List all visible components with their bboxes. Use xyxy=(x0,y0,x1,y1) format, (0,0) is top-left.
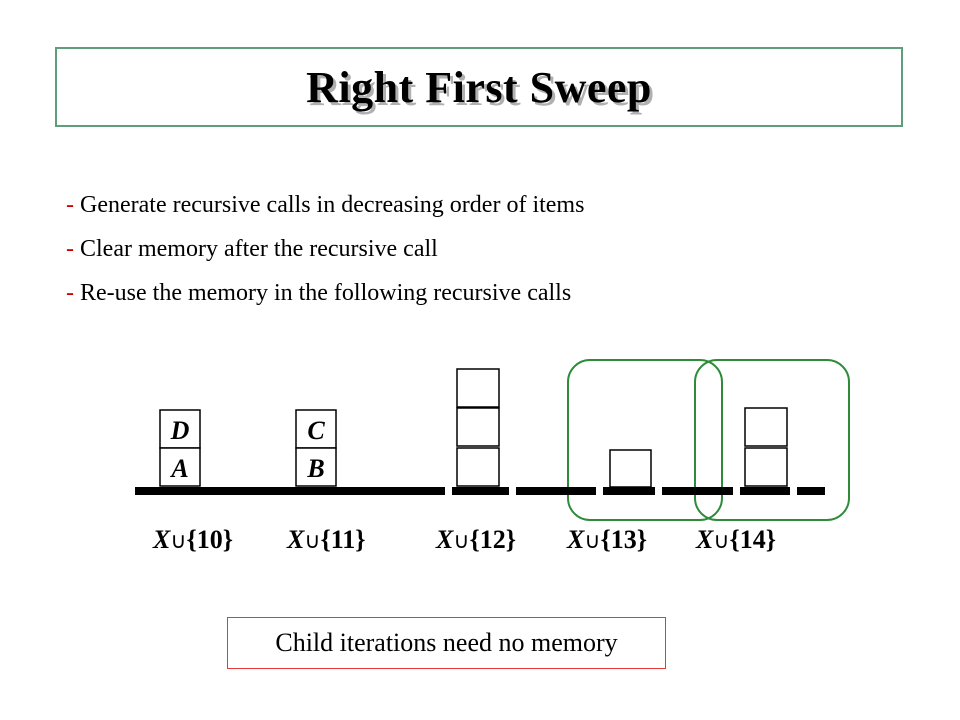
memory-cell xyxy=(159,447,201,487)
memory-cell xyxy=(744,447,788,487)
set-labels: X∪{10} X∪{11} X∪{12} X∪{13} X∪{14} xyxy=(152,525,776,554)
cell-label: A xyxy=(169,454,188,483)
memory-stack-11: C B xyxy=(295,409,337,487)
memory-cell xyxy=(295,447,337,487)
bullet-dash: - xyxy=(66,192,74,218)
baseline-segment xyxy=(662,487,733,495)
bullet-dash: - xyxy=(66,236,74,262)
memory-baseline xyxy=(135,487,825,495)
bullet-text: Re-use the memory in the following recur… xyxy=(74,280,572,306)
memory-cell xyxy=(456,407,500,447)
memory-stack-10: D A xyxy=(159,409,201,487)
set-label-11: X∪{11} xyxy=(286,525,366,554)
memory-stack-13 xyxy=(609,449,652,488)
slide-title: Right First Sweep xyxy=(306,62,652,112)
baseline-segment xyxy=(740,487,790,495)
set-label-13: X∪{13} xyxy=(566,525,647,554)
bullet-item: - Generate recursive calls in decreasing… xyxy=(66,183,584,227)
bullet-text: Clear memory after the recursive call xyxy=(74,236,438,262)
set-label-10: X∪{10} xyxy=(152,525,233,554)
cell-label: B xyxy=(306,454,324,483)
baseline-segment xyxy=(797,487,825,495)
cell-label: C xyxy=(307,416,325,445)
memory-cell xyxy=(456,447,500,487)
set-label-12: X∪{12} xyxy=(435,525,516,554)
cell-label: D xyxy=(170,416,190,445)
note-box: Child iterations need no memory xyxy=(227,617,666,669)
baseline-segment xyxy=(516,487,596,495)
memory-cell xyxy=(456,368,500,408)
baseline-segment xyxy=(452,487,509,495)
memory-stack-12 xyxy=(456,368,500,487)
baseline-segment xyxy=(603,487,655,495)
memory-stack-14 xyxy=(744,407,788,487)
memory-cell xyxy=(295,409,337,449)
note-text: Child iterations need no memory xyxy=(275,628,618,657)
set-label-14: X∪{14} xyxy=(695,525,776,554)
bullet-list: - Generate recursive calls in decreasing… xyxy=(66,183,584,315)
bullet-text: Generate recursive calls in decreasing o… xyxy=(74,192,585,218)
memory-cell xyxy=(159,409,201,449)
baseline-segment xyxy=(135,487,445,495)
bullet-item: - Clear memory after the recursive call xyxy=(66,227,584,271)
memory-cell xyxy=(609,449,652,488)
highlight-region-13 xyxy=(567,359,723,521)
title-box: Right First Sweep xyxy=(55,47,903,127)
bullet-dash: - xyxy=(66,280,74,306)
highlight-region-14 xyxy=(694,359,850,521)
memory-cell xyxy=(744,407,788,447)
bullet-item: - Re-use the memory in the following rec… xyxy=(66,271,584,315)
